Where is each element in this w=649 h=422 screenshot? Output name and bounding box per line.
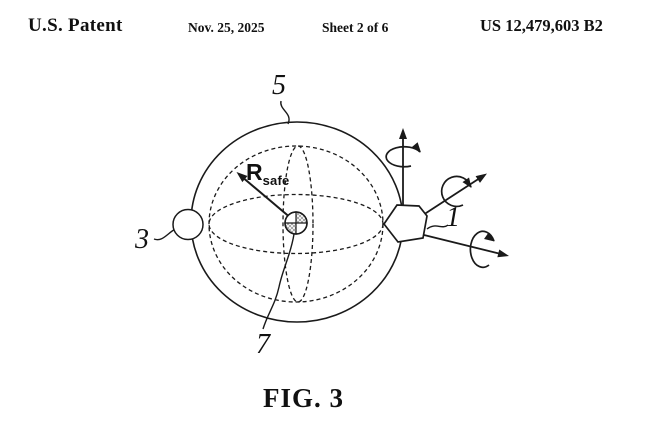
r-safe-label: Rsafe [246,159,290,188]
patent-date: Nov. 25, 2025 [188,20,265,35]
r-safe-arrowhead [236,172,248,183]
sphere-meridian-dashed [282,145,314,303]
leader-ref7 [262,233,295,330]
axis-arrow-up-head [399,128,407,139]
rotation-arc-up [385,145,421,168]
axis-arrow-downright-line [423,234,506,256]
ref-label-7: 7 [256,329,270,360]
rotation-arc-downright-head [484,232,495,242]
rotation-arc-up-head [411,142,421,153]
spacecraft-hexagon [382,204,428,243]
patent-office-title: U.S. Patent [28,15,123,36]
axis-arrow-downright-head [497,249,509,258]
axis-arrow-upright-line [422,175,484,216]
ref-label-5: 5 [272,70,286,101]
figure-caption: FIG. 3 [263,383,345,413]
r-safe-arrow-line [240,175,293,220]
sheet-number: Sheet 2 of 6 [322,20,389,35]
leader-ref5 [280,100,290,125]
rotation-arc-downright [469,230,495,269]
leader-ref1 [426,224,449,230]
axis-arrow-upright-head [475,173,487,183]
left-boundary-circle [172,208,204,241]
rotation-arc-upright-head [462,177,472,188]
ref-label-1: 1 [446,202,460,233]
center-of-mass-symbol [284,211,308,235]
r-safe-subscript: safe [262,173,290,188]
rotation-arc-upright [440,175,472,208]
r-safe-symbol: R [246,159,263,185]
ref-label-3: 3 [135,224,149,255]
patent-number: US 12,479,603 B2 [480,16,603,35]
